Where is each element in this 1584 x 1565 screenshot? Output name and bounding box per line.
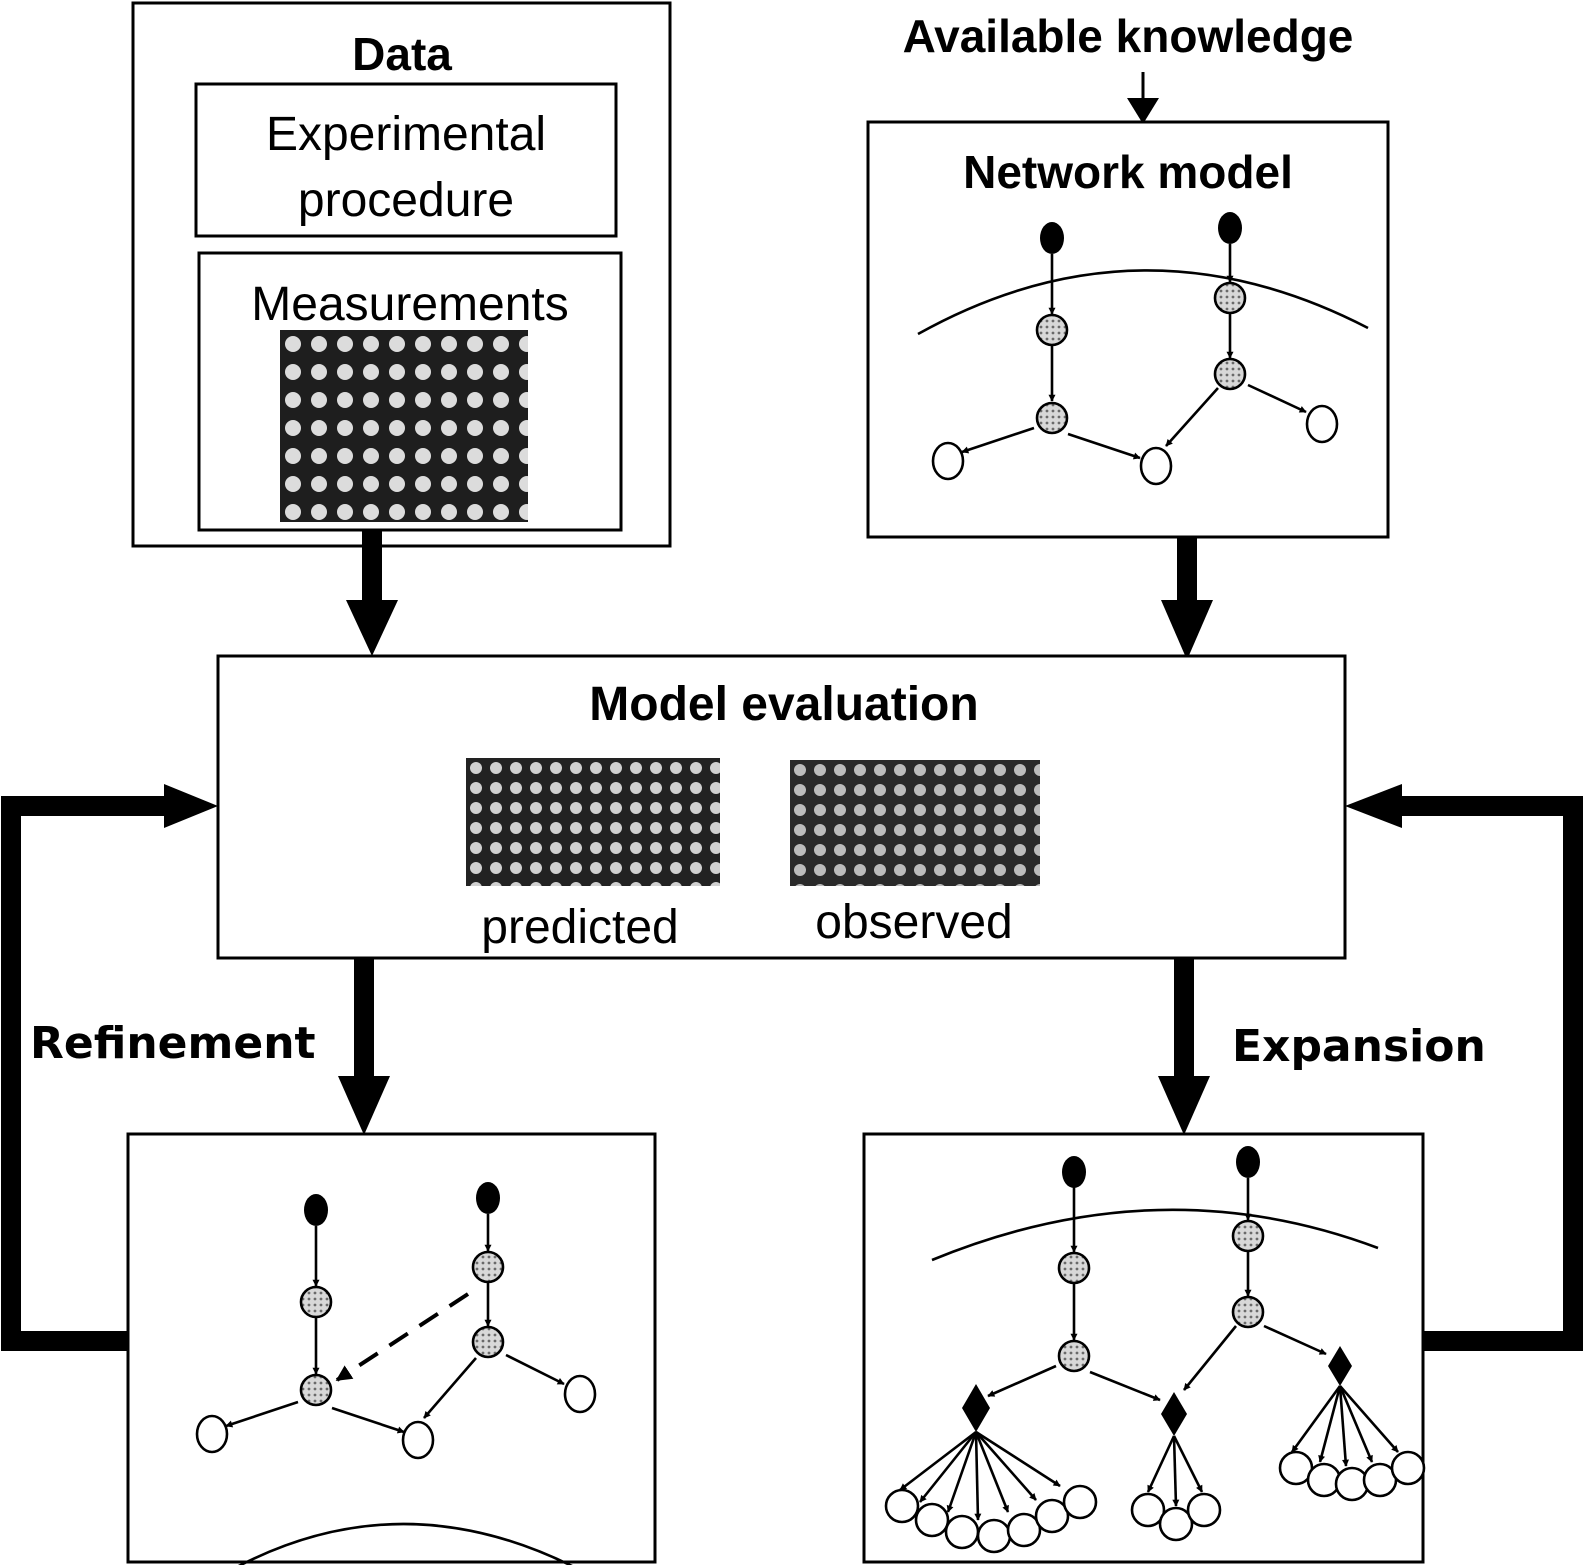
experimental-line1: Experimental	[266, 108, 546, 161]
measurements-label: Measurements	[251, 278, 568, 331]
observed-label: observed	[815, 896, 1012, 949]
predicted-label: predicted	[481, 901, 678, 954]
membrane-curve-refined	[237, 1522, 573, 1565]
arrow-evaluation-to-refinement	[338, 958, 390, 1135]
measurement-array-image	[280, 330, 528, 522]
network-model-box: Network model	[866, 120, 1390, 539]
knowledge-arrow	[1127, 72, 1159, 124]
network-model-title: Network model	[963, 146, 1293, 198]
expanded-network-graph	[884, 1146, 1426, 1554]
experimental-line2: procedure	[298, 174, 514, 227]
data-box: Data Experimental procedure Measurements	[131, 1, 672, 548]
expansion-label: Expansion	[1232, 1021, 1486, 1072]
model-evaluation-title: Model evaluation	[589, 678, 978, 731]
model-evaluation-box: Model evaluation predicted observed	[216, 654, 1347, 960]
arrow-data-to-evaluation	[346, 530, 398, 656]
refined-network-graph	[195, 1182, 597, 1460]
experimental-procedure-box	[194, 82, 618, 238]
membrane-curve-expanded	[931, 1208, 1379, 1262]
arrow-model-to-evaluation	[1161, 537, 1213, 660]
refined-model-box	[126, 1132, 657, 1565]
refinement-label: Refinement	[30, 1018, 316, 1069]
observed-array-image	[790, 760, 1040, 886]
arrow-evaluation-to-expansion	[1158, 958, 1210, 1135]
data-title: Data	[352, 28, 452, 80]
refinement-feedback-loop	[1, 784, 218, 1351]
available-knowledge-label: Available knowledge	[903, 10, 1354, 62]
expansion-feedback-loop	[1345, 784, 1583, 1351]
predicted-array-image	[466, 758, 720, 886]
expanded-model-box	[862, 1132, 1426, 1564]
network-graph	[931, 212, 1339, 486]
membrane-curve	[917, 269, 1369, 336]
